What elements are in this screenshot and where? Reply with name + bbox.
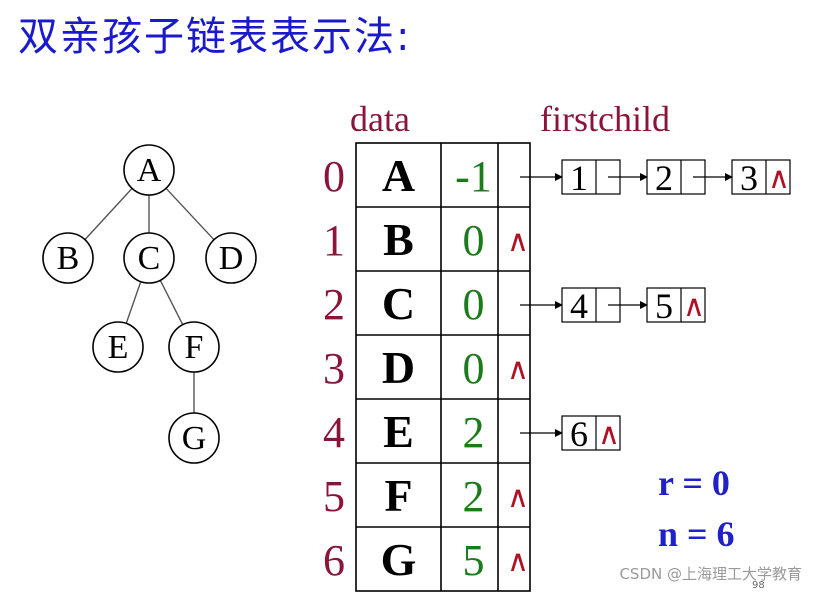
child-node-box [561,415,621,451]
tree-edge-c-e [125,281,142,324]
row-data: G [381,534,417,585]
table-border [355,142,531,592]
row-parent: 2 [463,408,485,457]
child-linked-lists: 1 2 3 ∧ 4 5 ∧ 6 ∧ [520,158,791,454]
tree-node-label-d: D [219,240,244,277]
row-null-pointer: ∧ [507,224,529,259]
param-r: r = 0 [658,463,730,503]
row-data: E [383,406,414,457]
param-n: n = 6 [658,514,735,554]
child-node-value: 4 [570,286,588,326]
page-title: 双亲孩子链表表示法: [18,14,412,60]
row-index: 6 [323,536,345,585]
tree-node-label-g: G [182,420,207,457]
row-index: 0 [323,152,345,201]
tree-node-a [123,144,175,196]
tree-diagram: A B C D E F G [42,144,257,464]
row-index: 2 [323,280,345,329]
tree-node-d [205,232,257,284]
row-parent: 0 [463,216,485,265]
child-node-value: 6 [570,414,588,454]
child-node-null-pointer: ∧ [683,289,705,324]
row-index: 5 [323,472,345,521]
row-null-pointer: ∧ [507,544,529,579]
tree-edge-c-f [159,279,184,326]
child-node-value: 5 [655,286,673,326]
data-column-header: data [350,99,410,139]
row-data: D [382,342,415,393]
row-null-pointer: ∧ [507,480,529,515]
firstchild-column-header: firstchild [540,99,670,139]
tree-edge-a-b [84,187,133,241]
row-data: A [382,150,415,201]
tree-node-b [42,232,94,284]
row-parent: 0 [463,344,485,393]
tree-node-label-c: C [138,240,161,277]
page-number: 98 [752,580,765,591]
tree-node-e [92,321,144,373]
row-index: 1 [323,216,345,265]
child-node-null-pointer: ∧ [768,161,790,196]
child-node-value: 3 [740,158,758,198]
tree-node-label-e: E [108,329,129,366]
tree-node-label-a: A [137,152,162,189]
child-node-box [731,159,791,195]
tree-edge-a-d [165,187,215,241]
tree-node-label-f: F [185,329,204,366]
row-parent: 5 [463,536,485,585]
tree-node-f [168,321,220,373]
child-node-null-pointer: ∧ [598,417,620,452]
row-data: B [383,214,414,265]
row-data: C [382,278,415,329]
child-node-value: 2 [655,158,673,198]
tree-node-g [168,412,220,464]
child-node-box [646,287,706,323]
row-parent: -1 [455,152,492,201]
child-node-value: 1 [570,158,588,198]
tree-node-c [123,232,175,284]
row-data: F [384,470,412,521]
row-index: 4 [323,408,345,457]
row-index: 3 [323,344,345,393]
row-null-pointer: ∧ [507,352,529,387]
tree-node-label-b: B [57,240,80,277]
row-parent: 0 [463,280,485,329]
watermark: CSDN @上海理工大学教育 [619,565,802,583]
row-parent: 2 [463,472,485,521]
